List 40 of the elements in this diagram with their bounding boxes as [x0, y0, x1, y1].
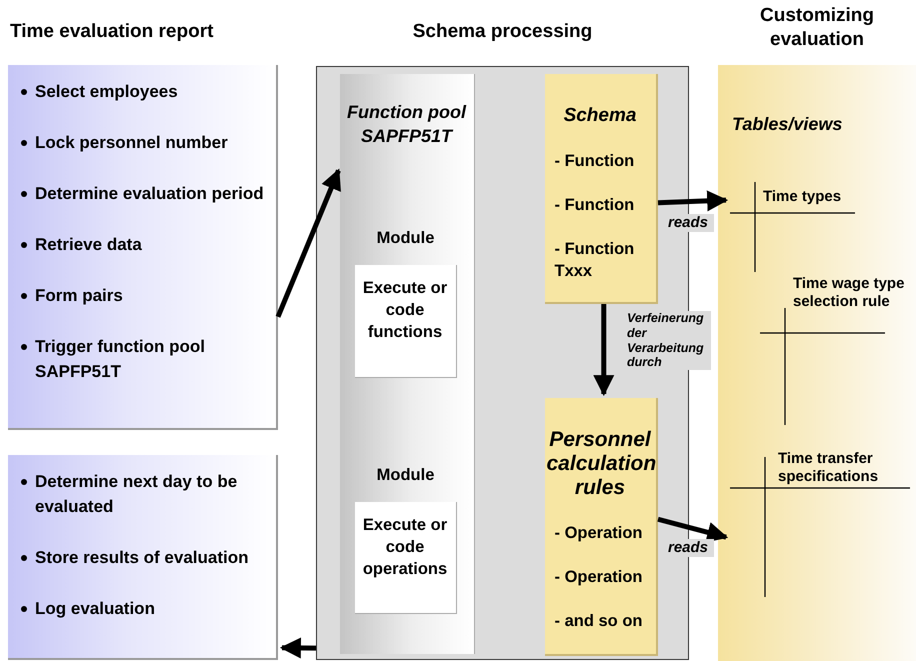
bullet-item: Trigger function pool SAPFP51T	[20, 334, 268, 384]
note-item: - Operation	[554, 566, 644, 588]
module-label: Module	[376, 228, 434, 248]
column-heading: Customizing evaluation	[759, 4, 875, 52]
note-title: Personnel calculation rules	[546, 428, 654, 500]
panel-title: Function pool SAPFP51T	[346, 100, 468, 148]
arrow	[280, 637, 316, 658]
function-pool-panel	[340, 74, 474, 654]
arrow	[657, 516, 728, 543]
module-text: Execute or code functions	[362, 278, 448, 342]
note-item: - Operation	[554, 522, 644, 544]
arrow	[276, 168, 341, 318]
bullet-item: Select employees	[20, 79, 268, 104]
edge-label: reads	[668, 214, 714, 232]
rule-note	[544, 74, 658, 304]
column-heading: Time evaluation report	[9, 20, 214, 44]
module-label: Module	[376, 464, 434, 484]
table-name: Time transfer specifications	[778, 450, 880, 486]
note-item: - Function	[554, 150, 636, 172]
bullet-item: Store results of evaluation	[20, 545, 268, 570]
rule-note	[544, 398, 658, 656]
note-item: - Function Txxx	[554, 238, 636, 282]
note-item: - and so on	[554, 610, 644, 632]
bullet-item: Lock personnel number	[20, 130, 268, 155]
note-title: Schema	[562, 104, 638, 128]
arrow	[658, 190, 728, 212]
edge-label: reads	[668, 539, 714, 557]
note-item: - Function	[554, 194, 636, 216]
panel-subtitle: Tables/views	[732, 113, 842, 135]
arrow	[593, 304, 614, 396]
module-text: Execute or code operations	[362, 514, 448, 580]
bullet-item: Retrieve data	[20, 232, 268, 257]
column-heading: Schema processing	[412, 20, 594, 44]
bullet-item: Determine next day to be evaluated	[20, 469, 268, 519]
bullet-item: Determine evaluation period	[20, 181, 268, 206]
table-name: Time wage type selection rule	[793, 275, 906, 311]
edge-label: Verfeinerung der Verarbeitung durch	[627, 311, 711, 370]
table-name: Time types	[763, 188, 842, 206]
bullet-item: Form pairs	[20, 283, 268, 308]
bullet-item: Log evaluation	[20, 596, 268, 621]
